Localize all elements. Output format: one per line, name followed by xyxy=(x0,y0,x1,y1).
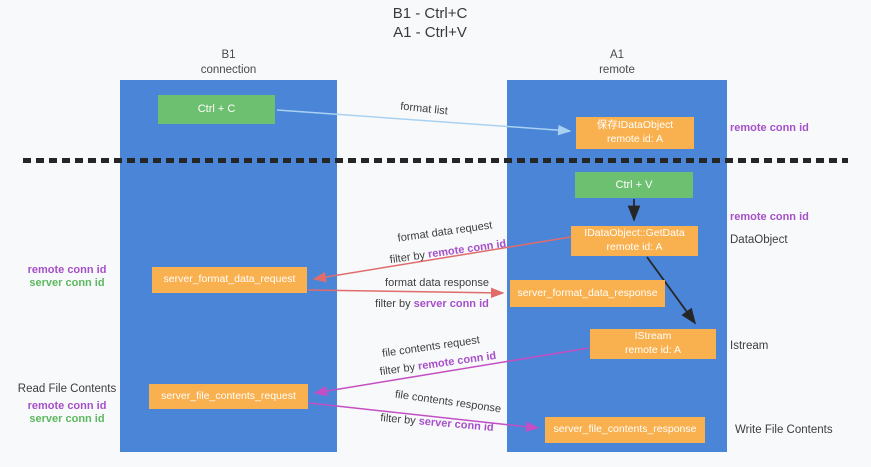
filter-highlight: server conn id xyxy=(418,415,495,434)
arrow-format-data-response xyxy=(307,287,505,299)
istream-line1: IStream xyxy=(634,330,672,343)
right-istream-label: Istream xyxy=(730,340,769,352)
filter-prefix: filter by xyxy=(379,360,419,379)
filter-prefix: filter by xyxy=(375,298,414,310)
node-save-dataobject: 保存IDataObject remote id: A xyxy=(576,117,694,149)
dashed-separator-line xyxy=(23,158,848,163)
right-dataobject-label: DataObject xyxy=(730,234,788,246)
node-idataobject-getdata: IDataObject::GetData remote id: A xyxy=(571,226,698,256)
right-lane-role: remote xyxy=(599,63,635,76)
ctrl-v-label: Ctrl + V xyxy=(615,178,653,191)
format-response-label: server_format_data_response xyxy=(517,286,658,299)
file-response-label: server_file_contents_response xyxy=(553,423,697,436)
node-istream: IStream remote id: A xyxy=(590,329,716,359)
left-read-file-contents-label: Read File Contents xyxy=(17,383,117,395)
label-format-data-response: format data response xyxy=(385,277,489,289)
save-dataobject-line1: 保存IDataObject xyxy=(596,119,674,132)
label-file-contents-response: file contents response xyxy=(394,388,502,416)
right-lane-name: A1 xyxy=(609,49,625,61)
filter-highlight: server conn id xyxy=(413,298,489,310)
filter-prefix: filter by xyxy=(389,248,429,267)
left-server-conn-id-bottom: server conn id xyxy=(29,412,105,425)
diagram-title: B1 - Ctrl+C A1 - Ctrl+V xyxy=(310,5,550,43)
label-format-data-response-filter: filter by server conn id xyxy=(375,298,489,310)
node-server-format-data-request: server_format_data_request xyxy=(152,267,307,293)
label-format-list: format list xyxy=(399,100,449,118)
file-request-label: server_file_contents_request xyxy=(161,389,296,402)
filter-highlight: remote conn id xyxy=(427,237,507,261)
getdata-line2: remote id: A xyxy=(606,241,663,253)
left-lane-role: connection xyxy=(200,63,257,76)
format-request-label: server_format_data_request xyxy=(163,273,296,286)
left-lane-header: B1 connection xyxy=(120,48,337,78)
left-server-conn-id-mid: server conn id xyxy=(29,276,105,289)
save-dataobject-line2: remote id: A xyxy=(606,133,664,145)
left-conn-id-block-mid: remote conn id server conn id xyxy=(14,264,120,289)
node-server-format-data-response: server_format_data_response xyxy=(510,280,665,307)
left-conn-id-block-bottom: remote conn id server conn id xyxy=(14,400,120,425)
ctrl-c-label: Ctrl + C xyxy=(197,103,236,116)
title-line2: A1 - Ctrl+V xyxy=(393,23,467,41)
left-lane-name: B1 xyxy=(221,49,236,61)
right-write-file-contents-label: Write File Contents xyxy=(735,424,833,436)
node-server-file-contents-request: server_file_contents_request xyxy=(149,384,308,409)
node-server-file-contents-response: server_file_contents_response xyxy=(545,417,705,443)
filter-prefix: filter by xyxy=(379,412,420,428)
right-remote-conn-id-top: remote conn id xyxy=(730,122,809,134)
right-lane-header: A1 remote xyxy=(507,48,727,78)
node-ctrl-c: Ctrl + C xyxy=(158,95,275,124)
right-remote-conn-id-mid: remote conn id xyxy=(730,211,809,223)
left-remote-conn-id-bottom: remote conn id xyxy=(27,400,107,412)
title-line1: B1 - Ctrl+C xyxy=(392,5,468,22)
getdata-line1: IDataObject::GetData xyxy=(584,227,685,240)
label-file-contents-response-filter: filter by server conn id xyxy=(380,412,494,434)
node-ctrl-v: Ctrl + V xyxy=(575,172,693,198)
left-remote-conn-id-mid: remote conn id xyxy=(27,264,107,276)
istream-line2: remote id: A xyxy=(624,344,682,356)
